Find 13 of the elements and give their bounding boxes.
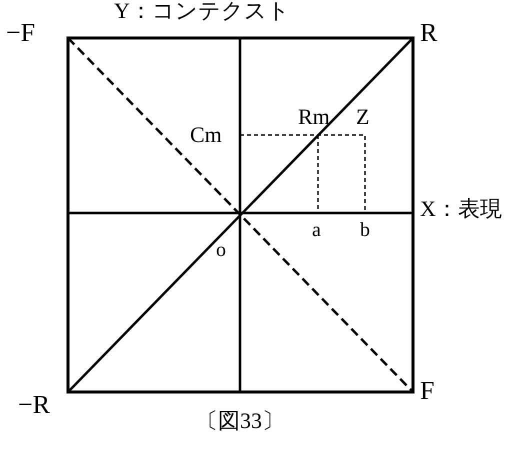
axis-label: R (420, 20, 438, 46)
axis-label: F (420, 378, 434, 404)
axis-label: Cm (190, 124, 222, 146)
axis-label: Z (356, 106, 370, 128)
axis-label: b (360, 220, 370, 240)
axis-label: a (312, 220, 321, 240)
axis-label: Y：コンテクスト (114, 0, 290, 22)
axis-label: −F (6, 20, 36, 46)
axis-label: −R (18, 392, 50, 418)
axis-label: o (216, 240, 226, 260)
axis-label: X：表現 (420, 198, 502, 220)
axis-label: Rm (298, 106, 330, 128)
figure-caption: 〔図33〕 (196, 410, 284, 432)
